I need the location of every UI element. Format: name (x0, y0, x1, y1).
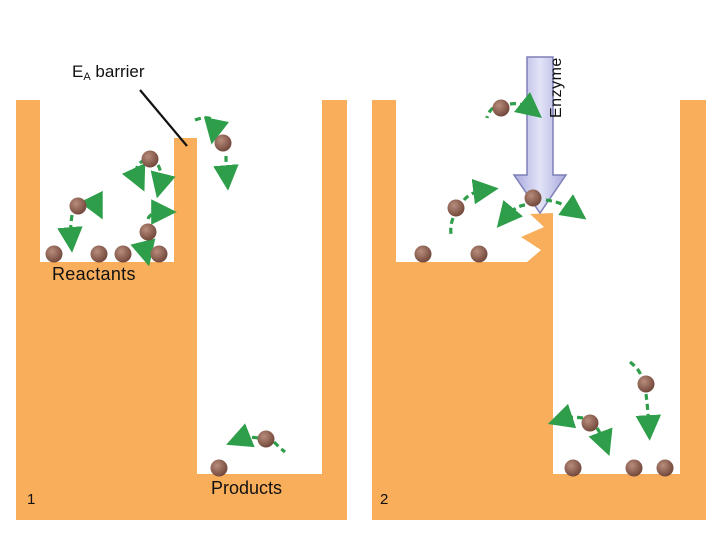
reactant-molecule-icon (139, 223, 157, 241)
product-molecule-icon (564, 459, 582, 477)
motion-arrow-icon (226, 423, 259, 448)
ea-subscript: A (83, 71, 91, 83)
reactant-molecule-icon (214, 134, 232, 152)
ea-symbol: E (72, 62, 84, 81)
reactant-molecule-icon (90, 245, 108, 263)
motion-arrow-icon (462, 178, 499, 205)
reactant-molecule-icon (114, 245, 132, 263)
motion-arrow-icon (635, 393, 662, 441)
motion-arrow-icon (496, 199, 526, 228)
panel-1-motion-arrows (57, 116, 287, 454)
product-molecule-icon (210, 459, 228, 477)
reactant-molecule-icon (414, 245, 432, 263)
motion-arrow-icon (213, 155, 239, 191)
reactant-molecule-icon (150, 245, 168, 263)
reactant-molecule-icon (470, 245, 488, 263)
motion-arrow-icon (485, 106, 495, 119)
product-molecule-icon (581, 414, 599, 432)
reactant-molecule-icon (447, 199, 465, 217)
enzyme-label: Enzyme (548, 57, 565, 118)
motion-arrow-icon (588, 427, 613, 456)
reactants-label: Reactants (52, 264, 136, 284)
product-molecule-icon (257, 430, 275, 448)
motion-arrow-icon (146, 199, 177, 225)
motion-arrow-icon (449, 217, 455, 235)
reactant-molecule-icon (69, 197, 87, 215)
ea-barrier-label: EA barrier (72, 62, 145, 83)
ea-barrier-pointer (139, 89, 188, 147)
panel-2-container (372, 100, 706, 520)
motion-arrow-icon (57, 214, 83, 253)
motion-arrow-icon (545, 194, 587, 220)
product-molecule-icon (637, 375, 655, 393)
product-molecule-icon (656, 459, 674, 477)
reactant-molecule-icon (45, 245, 63, 263)
reactant-molecule-icon (141, 150, 159, 168)
motion-arrow-icon (194, 116, 230, 145)
product-molecule-icon (625, 459, 643, 477)
motion-arrow-icon (79, 190, 103, 220)
motion-arrow-icon (130, 238, 156, 267)
panel-2-motion-arrows (449, 92, 662, 456)
products-label: Products (211, 478, 283, 498)
motion-arrow-icon (150, 164, 176, 199)
reactant-molecule-icon (524, 189, 542, 207)
reactant-molecule-icon (492, 99, 510, 117)
motion-arrow-icon (628, 360, 643, 377)
panel-1-molecules (45, 134, 275, 477)
ea-barrier-word: barrier (90, 62, 145, 81)
motion-arrow-icon (272, 440, 287, 454)
panel-2-molecules (414, 99, 674, 477)
motion-arrow-icon (547, 403, 584, 429)
motion-arrow-icon (509, 92, 542, 118)
panel-1-container (16, 100, 347, 520)
panel-2-number: 2 (380, 491, 389, 508)
panel-1-number: 1 (27, 491, 36, 508)
